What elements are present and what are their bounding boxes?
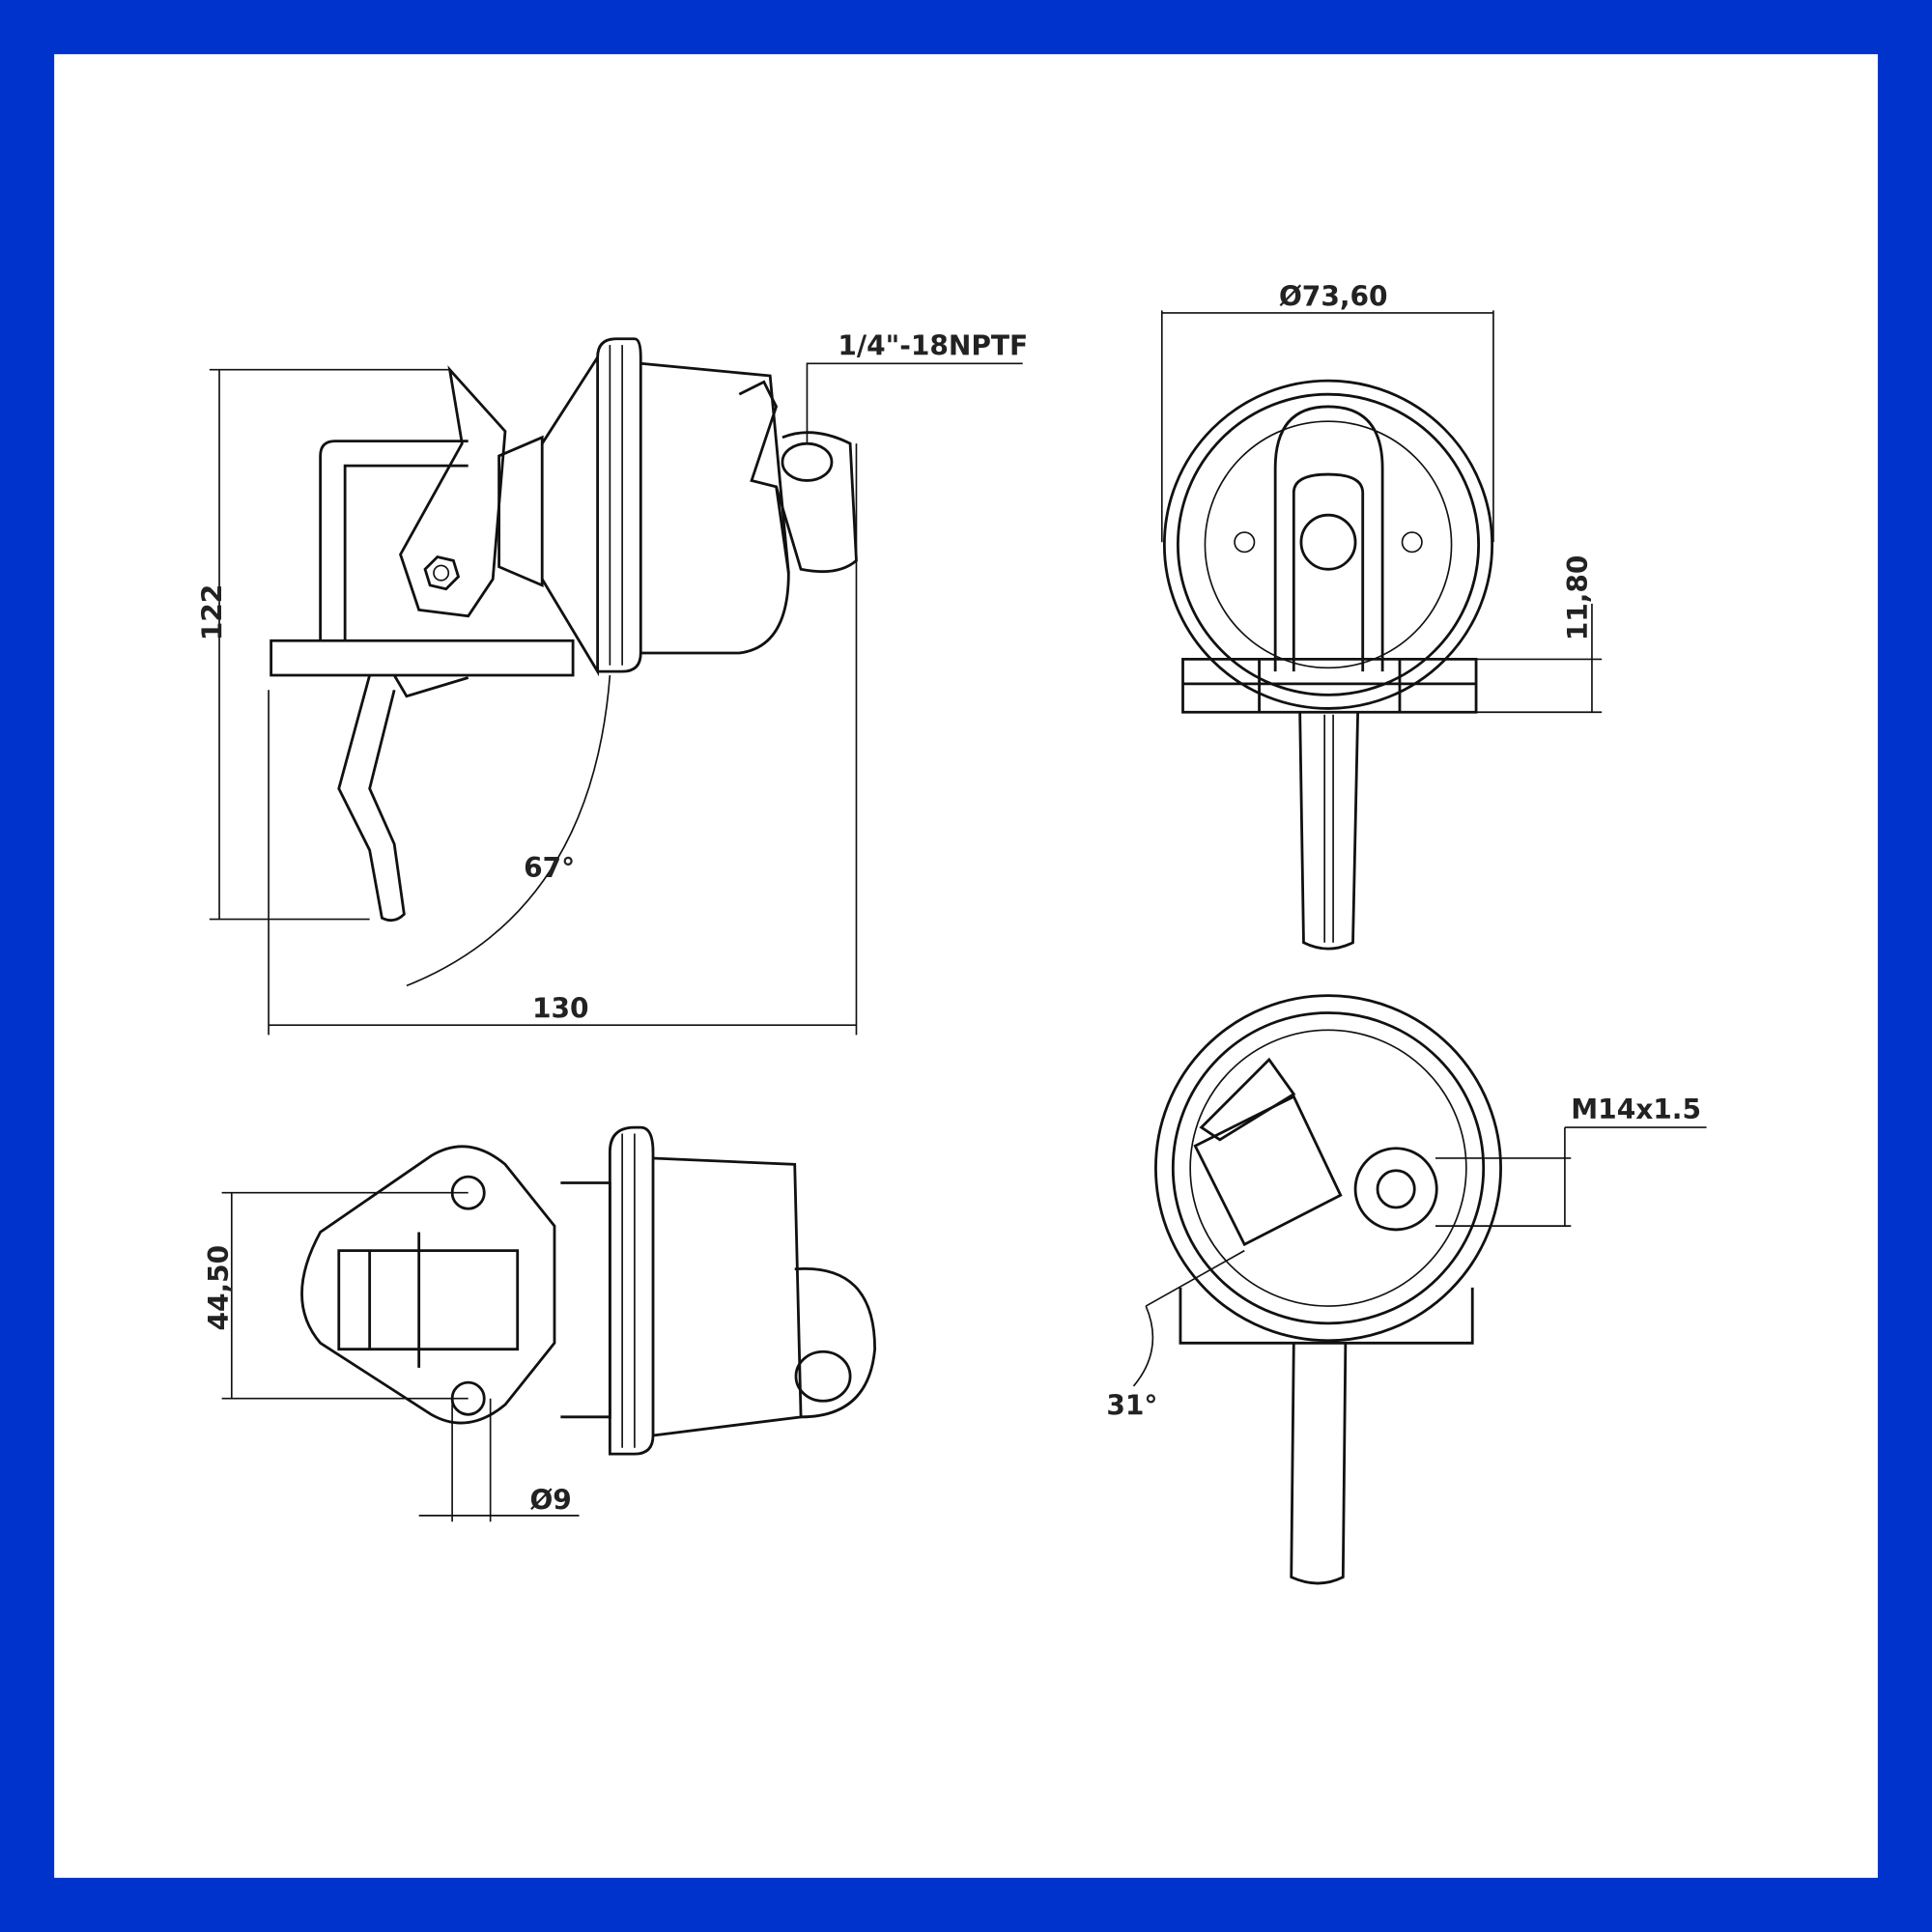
side-view: 122 130 67° 1/4"-18NPTF bbox=[197, 329, 1028, 1036]
hole-diameter-dimension: Ø9 bbox=[529, 1485, 571, 1517]
outlet-thread-label: 1/4"-18NPTF bbox=[838, 329, 1028, 361]
inlet-thread-label: M14x1.5 bbox=[1571, 1094, 1701, 1125]
flange-thickness-dimension: 11,80 bbox=[1562, 555, 1594, 641]
paper bbox=[54, 54, 1878, 1878]
bottom-view: M14x1.5 31° bbox=[1106, 994, 1707, 1585]
lever-angle-dimension: 67° bbox=[524, 852, 575, 884]
length-dimension: 130 bbox=[532, 993, 589, 1025]
front-view: Ø73,60 11,80 bbox=[1160, 280, 1603, 951]
outlet-angle-dimension: 31° bbox=[1106, 1389, 1157, 1421]
diaphragm-diameter-dimension: Ø73,60 bbox=[1279, 280, 1388, 312]
height-dimension: 122 bbox=[197, 584, 229, 641]
top-view: 44,50 Ø9 bbox=[203, 1125, 877, 1522]
hole-spacing-dimension: 44,50 bbox=[203, 1245, 235, 1331]
